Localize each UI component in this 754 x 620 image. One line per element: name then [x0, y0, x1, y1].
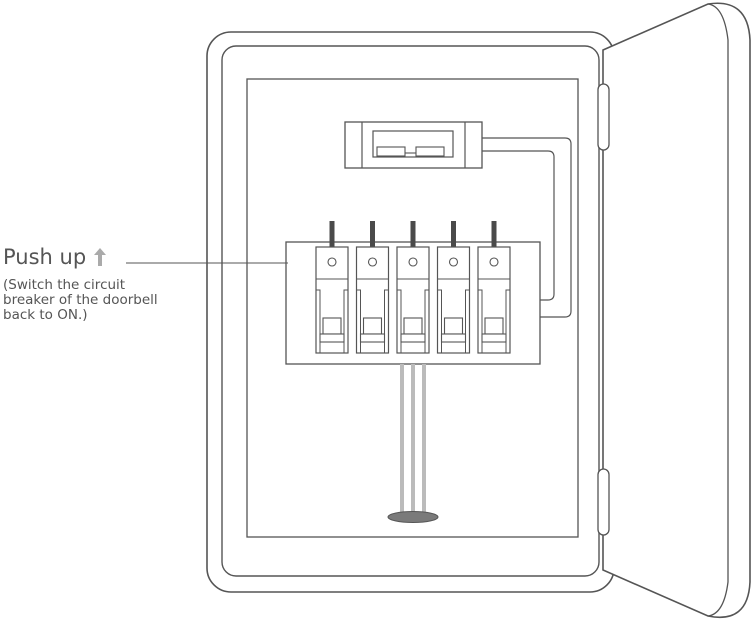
breaker-toggle — [362, 317, 383, 335]
breaker-toggle — [443, 317, 464, 335]
breaker-toggle — [322, 317, 342, 335]
circuit-breaker-2 — [355, 221, 390, 354]
breaker-lever — [451, 221, 456, 248]
callout-note-line-2: breaker of the doorbell — [3, 292, 158, 308]
breaker-screw — [448, 257, 459, 267]
callout-note-line-3: back to ON.) — [3, 307, 88, 323]
circuit-breakers — [315, 221, 511, 354]
circuit-breaker-3 — [396, 221, 430, 354]
breaker-toggle — [484, 317, 504, 335]
breaker-side-left — [397, 289, 402, 353]
breaker-toggle-base — [359, 333, 386, 343]
circuit-breaker-4 — [436, 221, 471, 354]
breaker-side-right — [505, 289, 510, 353]
breaker-toggle-base — [319, 333, 345, 343]
breaker-screw — [408, 257, 418, 267]
transformer-contact-right — [415, 146, 445, 157]
circuit-breaker-1 — [315, 221, 349, 354]
breaker-toggle-base — [481, 333, 507, 343]
door-edge — [707, 3, 729, 617]
breaker-screw — [489, 257, 499, 267]
breaker-side-left — [478, 289, 483, 353]
transformer-contact-left — [376, 146, 406, 157]
breaker-screw — [327, 257, 337, 267]
hinge-top — [597, 83, 610, 151]
breaker-side-right — [343, 289, 348, 353]
breaker-lever — [370, 221, 375, 248]
breaker-lever — [329, 221, 335, 248]
arrow-up-icon — [94, 248, 107, 266]
breaker-side-left — [356, 289, 361, 353]
breaker-side-right — [424, 289, 429, 353]
breaker-toggle-base — [400, 333, 426, 343]
cable-grommet — [387, 511, 439, 523]
breaker-toggle-base — [440, 333, 467, 343]
hinge-bottom — [597, 468, 610, 536]
breaker-side-left — [437, 289, 442, 353]
breaker-side-right — [384, 289, 389, 353]
push-up-callout: Push up (Switch the circuit breaker of t… — [3, 244, 188, 323]
callout-title-row: Push up — [3, 244, 188, 270]
breaker-screw — [367, 257, 378, 267]
breaker-toggle — [403, 317, 423, 335]
callout-note-line-1: (Switch the circuit — [3, 277, 126, 293]
circuit-breaker-5 — [477, 221, 511, 354]
wire-upper-outer — [482, 137, 572, 318]
callout-note: (Switch the circuit breaker of the doorb… — [3, 278, 188, 323]
breaker-side-left — [316, 289, 321, 353]
breaker-side-right — [465, 289, 470, 353]
callout-title: Push up — [3, 245, 87, 269]
wire-upper-inner — [482, 150, 555, 301]
cabinet-door — [602, 2, 751, 618]
breaker-lever — [410, 221, 416, 248]
breaker-lever — [491, 221, 497, 248]
